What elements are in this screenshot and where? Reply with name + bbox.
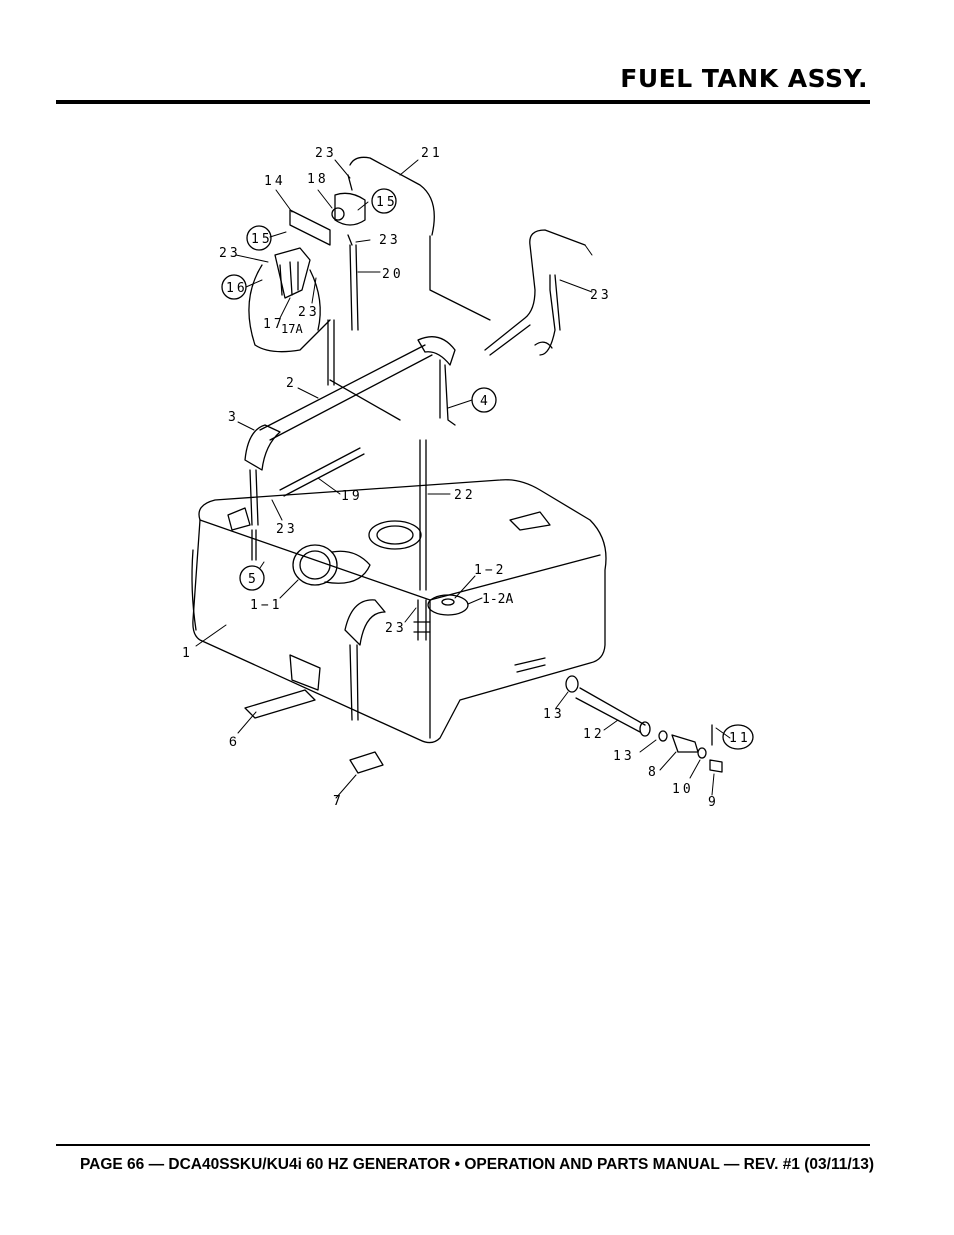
callout-16: 16	[226, 281, 248, 296]
callout-18: 18	[307, 172, 329, 187]
callout-13: 13	[613, 749, 635, 764]
callout-1-2: 1−2	[474, 563, 506, 578]
leader-lines	[195, 159, 731, 799]
callout-5: 5	[248, 572, 259, 587]
callout-23: 23	[298, 305, 320, 320]
callout-1-2a: 1-2A	[482, 592, 513, 607]
callout-8: 8	[648, 765, 659, 780]
callout-1-1: 1−1	[250, 598, 282, 613]
callout-23: 23	[276, 522, 298, 537]
callout-22: 22	[454, 488, 476, 503]
callout-23: 23	[379, 233, 401, 248]
callout-17a: 17A	[281, 322, 303, 336]
fuel-tank-body	[191, 479, 607, 744]
hose-21	[349, 156, 586, 356]
callout-23: 23	[219, 246, 241, 261]
header-rule	[56, 100, 870, 104]
callout-19: 19	[341, 489, 363, 504]
callout-12: 12	[583, 727, 605, 742]
tank-straps	[244, 336, 551, 721]
callout-4: 4	[480, 394, 491, 409]
callout-14: 14	[264, 174, 286, 189]
callout-20: 20	[382, 267, 404, 282]
callout-2: 2	[286, 376, 297, 391]
footer-rule	[56, 1144, 870, 1146]
drain-assembly	[565, 675, 723, 773]
callout-23: 23	[385, 621, 407, 636]
callout-1: 1	[182, 646, 193, 661]
callout-9: 9	[708, 795, 719, 810]
callout-13: 13	[543, 707, 565, 722]
tube-22	[419, 439, 427, 591]
callout-10: 10	[672, 782, 694, 797]
callout-11: 11	[729, 731, 751, 746]
filter-assembly	[248, 174, 366, 386]
callout-3: 3	[228, 410, 239, 425]
callout-21: 21	[421, 146, 443, 161]
pad-7	[349, 751, 384, 774]
callout-23: 23	[590, 288, 612, 303]
callout-17: 17	[263, 317, 285, 332]
callout-15: 15	[251, 232, 273, 247]
tube-19	[279, 447, 365, 497]
callout-23: 23	[315, 146, 337, 161]
callout-7: 7	[333, 794, 344, 809]
callout-6: 6	[229, 733, 240, 749]
pad-6	[244, 689, 316, 719]
page-footer: PAGE 66 — DCA40SSKU/KU4i 60 HZ GENERATOR…	[79, 1156, 875, 1173]
callout-15: 15	[376, 195, 398, 210]
page-title: FUEL TANK ASSY.	[620, 64, 868, 93]
